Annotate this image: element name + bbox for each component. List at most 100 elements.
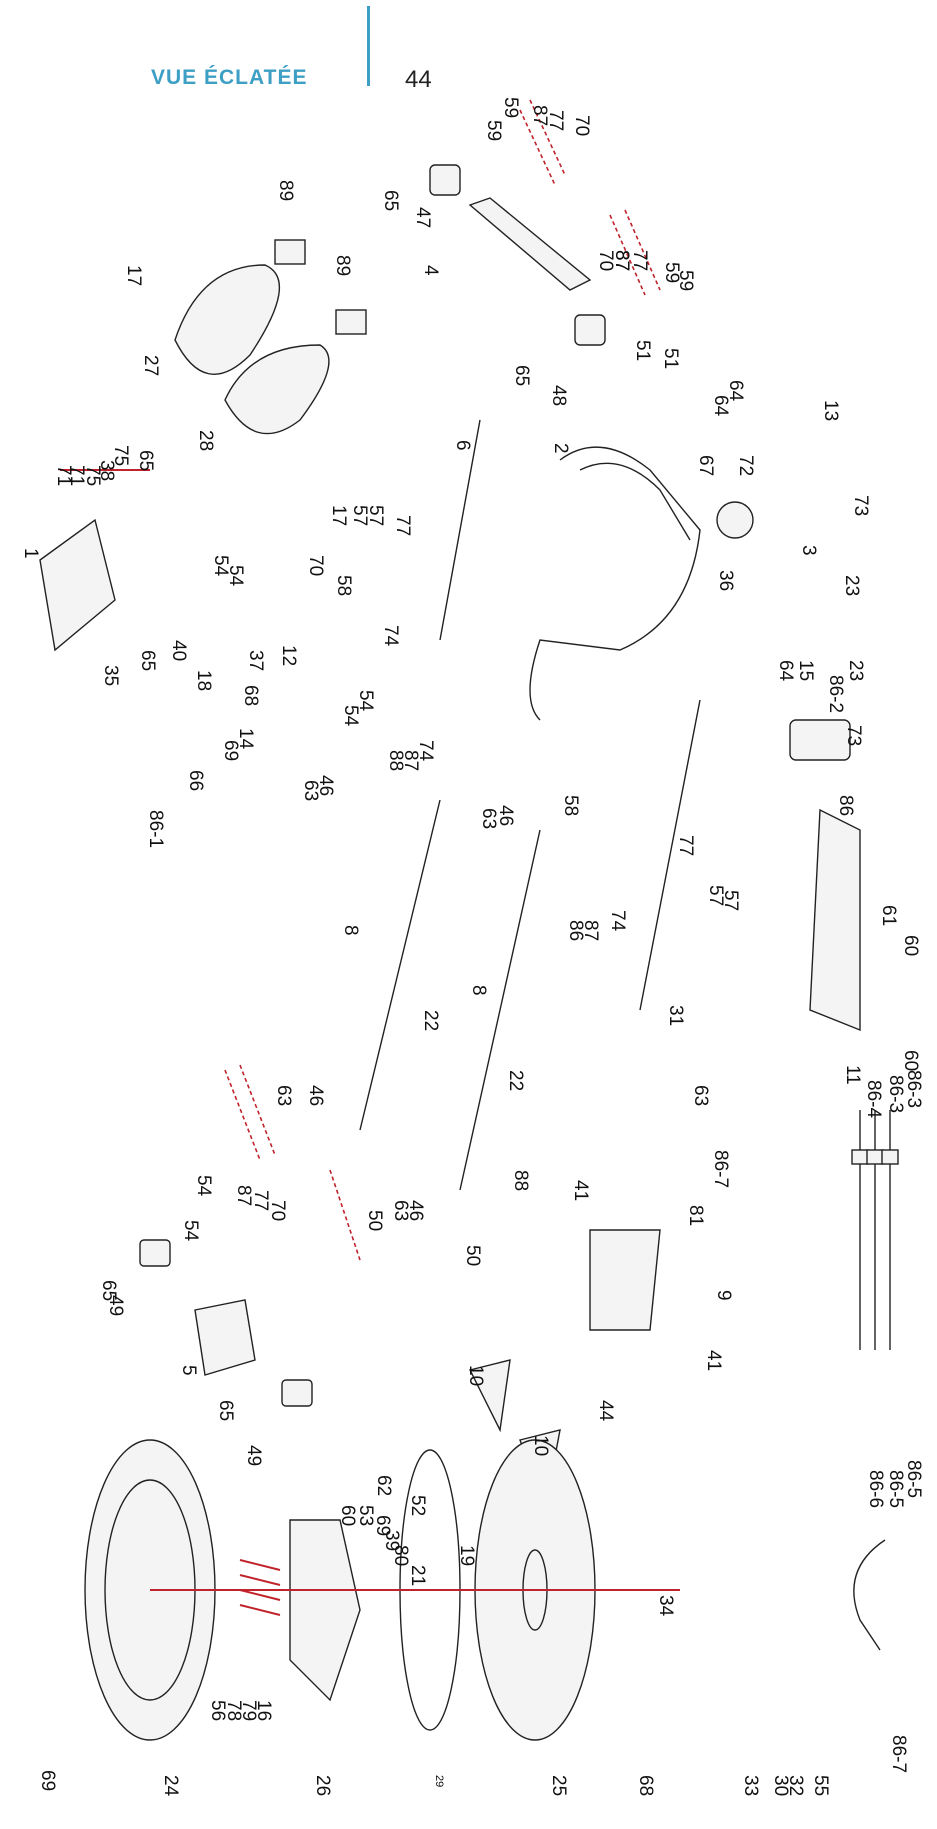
label-67: 67 bbox=[695, 455, 716, 476]
label-87: 87 bbox=[400, 750, 421, 771]
label-75: 75 bbox=[110, 445, 131, 466]
label-22: 22 bbox=[420, 1010, 441, 1031]
label-24: 24 bbox=[160, 1775, 181, 1797]
label-86-5: 86-5 bbox=[903, 1460, 924, 1498]
label-41: 41 bbox=[703, 1350, 724, 1371]
label-65: 65 bbox=[511, 365, 532, 386]
label-5: 5 bbox=[178, 1365, 199, 1376]
label-59: 59 bbox=[675, 270, 696, 291]
label-88: 88 bbox=[385, 750, 406, 771]
label-8: 8 bbox=[340, 925, 361, 936]
label-89: 89 bbox=[275, 180, 296, 201]
label-37: 37 bbox=[245, 650, 266, 671]
label-40: 40 bbox=[168, 640, 189, 661]
label-59: 59 bbox=[483, 120, 504, 141]
label-49: 49 bbox=[243, 1445, 264, 1466]
label-80: 80 bbox=[390, 1545, 411, 1566]
label-86-7: 86-7 bbox=[888, 1735, 909, 1773]
label-77: 77 bbox=[545, 110, 566, 131]
label-62: 62 bbox=[373, 1475, 394, 1496]
label-36: 36 bbox=[715, 570, 736, 591]
label-58: 58 bbox=[560, 795, 581, 816]
label-28: 28 bbox=[195, 430, 216, 451]
label-57: 57 bbox=[349, 505, 370, 526]
label-35: 35 bbox=[100, 665, 121, 686]
label-49: 49 bbox=[105, 1295, 126, 1316]
page-title: VUE ÉCLATÉE bbox=[151, 66, 308, 89]
label-86: 86 bbox=[835, 795, 856, 816]
label-54: 54 bbox=[210, 555, 231, 577]
header-divider bbox=[367, 6, 370, 86]
label-87: 87 bbox=[611, 250, 632, 271]
label-46: 46 bbox=[405, 1200, 426, 1221]
label-65: 65 bbox=[137, 650, 158, 671]
label-64: 64 bbox=[775, 660, 796, 682]
label-63: 63 bbox=[390, 1200, 411, 1221]
page-number: 44 bbox=[405, 66, 432, 93]
label-59: 59 bbox=[661, 262, 682, 283]
label-77: 77 bbox=[250, 1190, 271, 1211]
label-60: 60 bbox=[900, 935, 921, 956]
label-15: 15 bbox=[795, 660, 816, 681]
label-11: 11 bbox=[842, 1065, 863, 1085]
label-71: 71 bbox=[66, 465, 87, 486]
label-87: 87 bbox=[529, 105, 550, 126]
label-86-2: 86-2 bbox=[825, 675, 846, 713]
label-86: 86 bbox=[565, 920, 586, 941]
label-8: 8 bbox=[468, 985, 489, 996]
label-46: 46 bbox=[315, 775, 336, 796]
label-61: 61 bbox=[878, 905, 899, 926]
label-17: 17 bbox=[123, 265, 144, 286]
label-77: 77 bbox=[629, 250, 650, 271]
label-30: 30 bbox=[770, 1775, 791, 1796]
label-78: 78 bbox=[223, 1700, 244, 1721]
label-52: 52 bbox=[407, 1495, 428, 1516]
label-21: 21 bbox=[407, 1565, 428, 1586]
label-54: 54 bbox=[180, 1220, 201, 1242]
label-13: 13 bbox=[820, 400, 841, 421]
label-69: 69 bbox=[37, 1770, 58, 1791]
label-1: 1 bbox=[20, 548, 41, 559]
label-65: 65 bbox=[215, 1400, 236, 1421]
label-63: 63 bbox=[478, 808, 499, 829]
label-86-4: 86-4 bbox=[863, 1080, 884, 1118]
label-66: 66 bbox=[185, 770, 206, 791]
label-74: 74 bbox=[415, 740, 436, 762]
label-47: 47 bbox=[412, 207, 433, 228]
label-63: 63 bbox=[300, 780, 321, 801]
label-86-3: 86-3 bbox=[903, 1070, 924, 1108]
label-29: 29 bbox=[433, 1775, 445, 1787]
label-54: 54 bbox=[225, 565, 246, 587]
label-74: 74 bbox=[607, 910, 628, 932]
label-33: 33 bbox=[740, 1775, 761, 1796]
label-63: 63 bbox=[273, 1085, 294, 1106]
label-56: 56 bbox=[207, 1700, 228, 1721]
label-68: 68 bbox=[240, 685, 261, 706]
label-14: 14 bbox=[235, 728, 256, 750]
label-51: 51 bbox=[660, 348, 681, 369]
label-46: 46 bbox=[495, 805, 516, 826]
label-53: 53 bbox=[355, 1505, 376, 1526]
label-23: 23 bbox=[841, 575, 862, 596]
label-31: 31 bbox=[665, 1005, 686, 1026]
label-69: 69 bbox=[220, 740, 241, 761]
label-71: 71 bbox=[53, 465, 74, 486]
label-48: 48 bbox=[548, 385, 569, 406]
label-73: 73 bbox=[850, 495, 871, 516]
label-54: 54 bbox=[193, 1175, 214, 1197]
label-54: 54 bbox=[340, 705, 361, 727]
label-10: 10 bbox=[530, 1435, 551, 1456]
label-57: 57 bbox=[365, 505, 386, 526]
label-60: 60 bbox=[337, 1505, 358, 1526]
label-63: 63 bbox=[690, 1085, 711, 1106]
label-55: 55 bbox=[810, 1775, 831, 1796]
label-26: 26 bbox=[312, 1775, 333, 1796]
label-75: 75 bbox=[82, 465, 103, 486]
label-9: 9 bbox=[713, 1290, 734, 1301]
label-50: 50 bbox=[364, 1210, 385, 1231]
label-57: 57 bbox=[720, 890, 741, 911]
label-60: 60 bbox=[900, 1050, 921, 1071]
label-86-3: 86-3 bbox=[885, 1075, 906, 1113]
label-81: 81 bbox=[685, 1205, 706, 1226]
label-50: 50 bbox=[462, 1245, 483, 1266]
